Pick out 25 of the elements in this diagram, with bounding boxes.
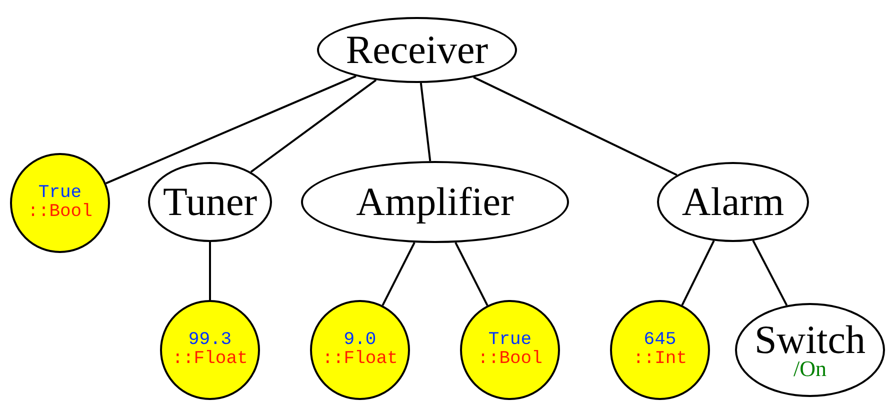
- connector-line: [382, 242, 416, 306]
- value-text: 99.3: [188, 331, 232, 350]
- type-label: ::Bool: [478, 350, 542, 369]
- type-label: ::Float: [172, 350, 248, 369]
- state-label: /On: [794, 358, 826, 380]
- value-text: True: [38, 184, 82, 203]
- connector-line: [209, 242, 211, 300]
- component-name: Switch: [754, 320, 866, 360]
- connector-line: [250, 79, 377, 173]
- component-name: Amplifier: [356, 182, 514, 222]
- value-text: 9.0: [344, 331, 376, 350]
- connector-line: [420, 82, 432, 162]
- type-label: ::Float: [322, 350, 398, 369]
- value-text: True: [488, 331, 532, 350]
- value-text: 645: [644, 331, 676, 350]
- component-name: Tuner: [162, 182, 258, 222]
- connector-line: [473, 76, 678, 176]
- component-name: Receiver: [346, 30, 488, 70]
- connector-line: [454, 242, 488, 306]
- type-label: ::Bool: [28, 203, 92, 222]
- component-name: Alarm: [682, 182, 784, 222]
- connector-line: [681, 240, 715, 306]
- connector-line: [752, 240, 788, 306]
- type-label: ::Int: [632, 350, 687, 369]
- connector-line: [106, 75, 356, 184]
